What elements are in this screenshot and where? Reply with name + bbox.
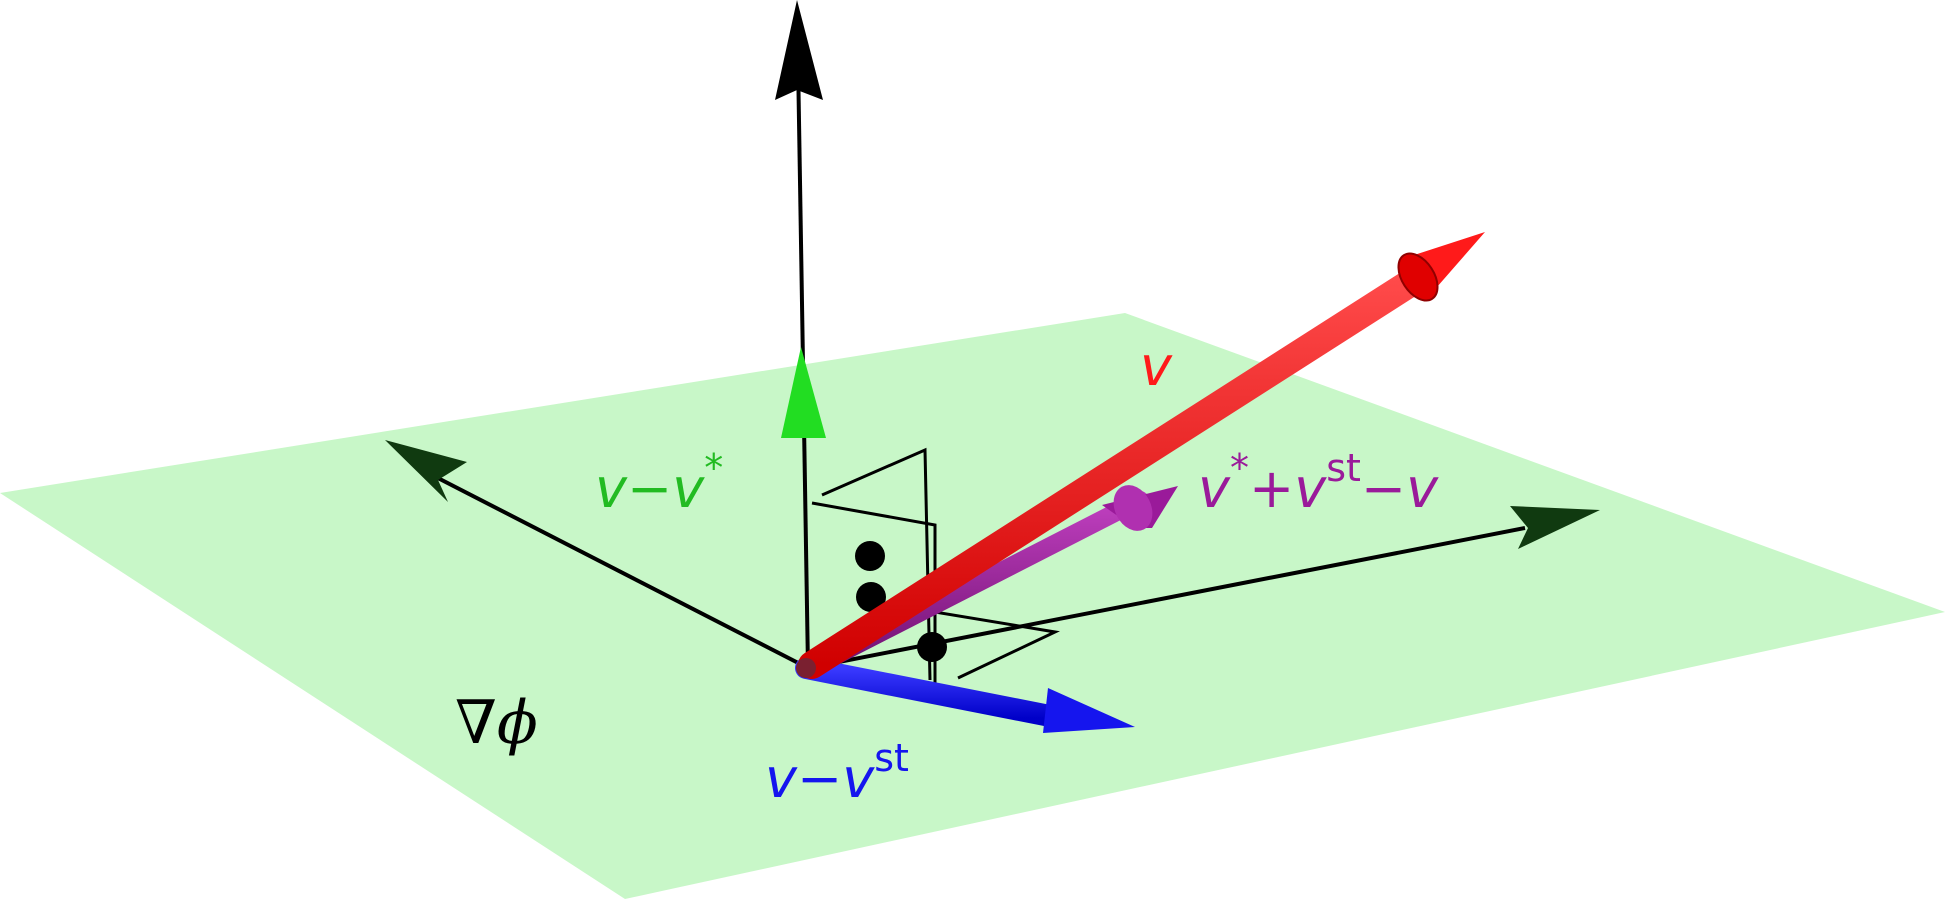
- dot-1: [855, 541, 885, 571]
- label-v-minus-vst: v−vst: [765, 736, 909, 810]
- label-v: v: [1140, 335, 1172, 398]
- right-angle-dots: [855, 541, 947, 662]
- axis-vertical-arrowhead: [775, 0, 823, 100]
- tangent-plane: [0, 313, 1945, 899]
- vector-v: [798, 232, 1485, 679]
- axis-right-arrowhead: [1510, 506, 1600, 549]
- origin-point: [796, 658, 816, 678]
- vector-v-minus-vst: [795, 657, 1135, 733]
- label-grad-phi: ∇ϕ: [455, 688, 538, 758]
- label-combo: v*+vst−v: [1198, 446, 1439, 520]
- dot-2: [856, 582, 886, 612]
- axis-left-arrowhead: [385, 440, 467, 502]
- axis-arrowheads: [385, 0, 1600, 549]
- label-v-minus-vstar: v−v*: [595, 446, 724, 520]
- axis-left: [431, 473, 809, 670]
- vector-v-minus-vstar: [781, 347, 826, 668]
- dot-3: [917, 632, 947, 662]
